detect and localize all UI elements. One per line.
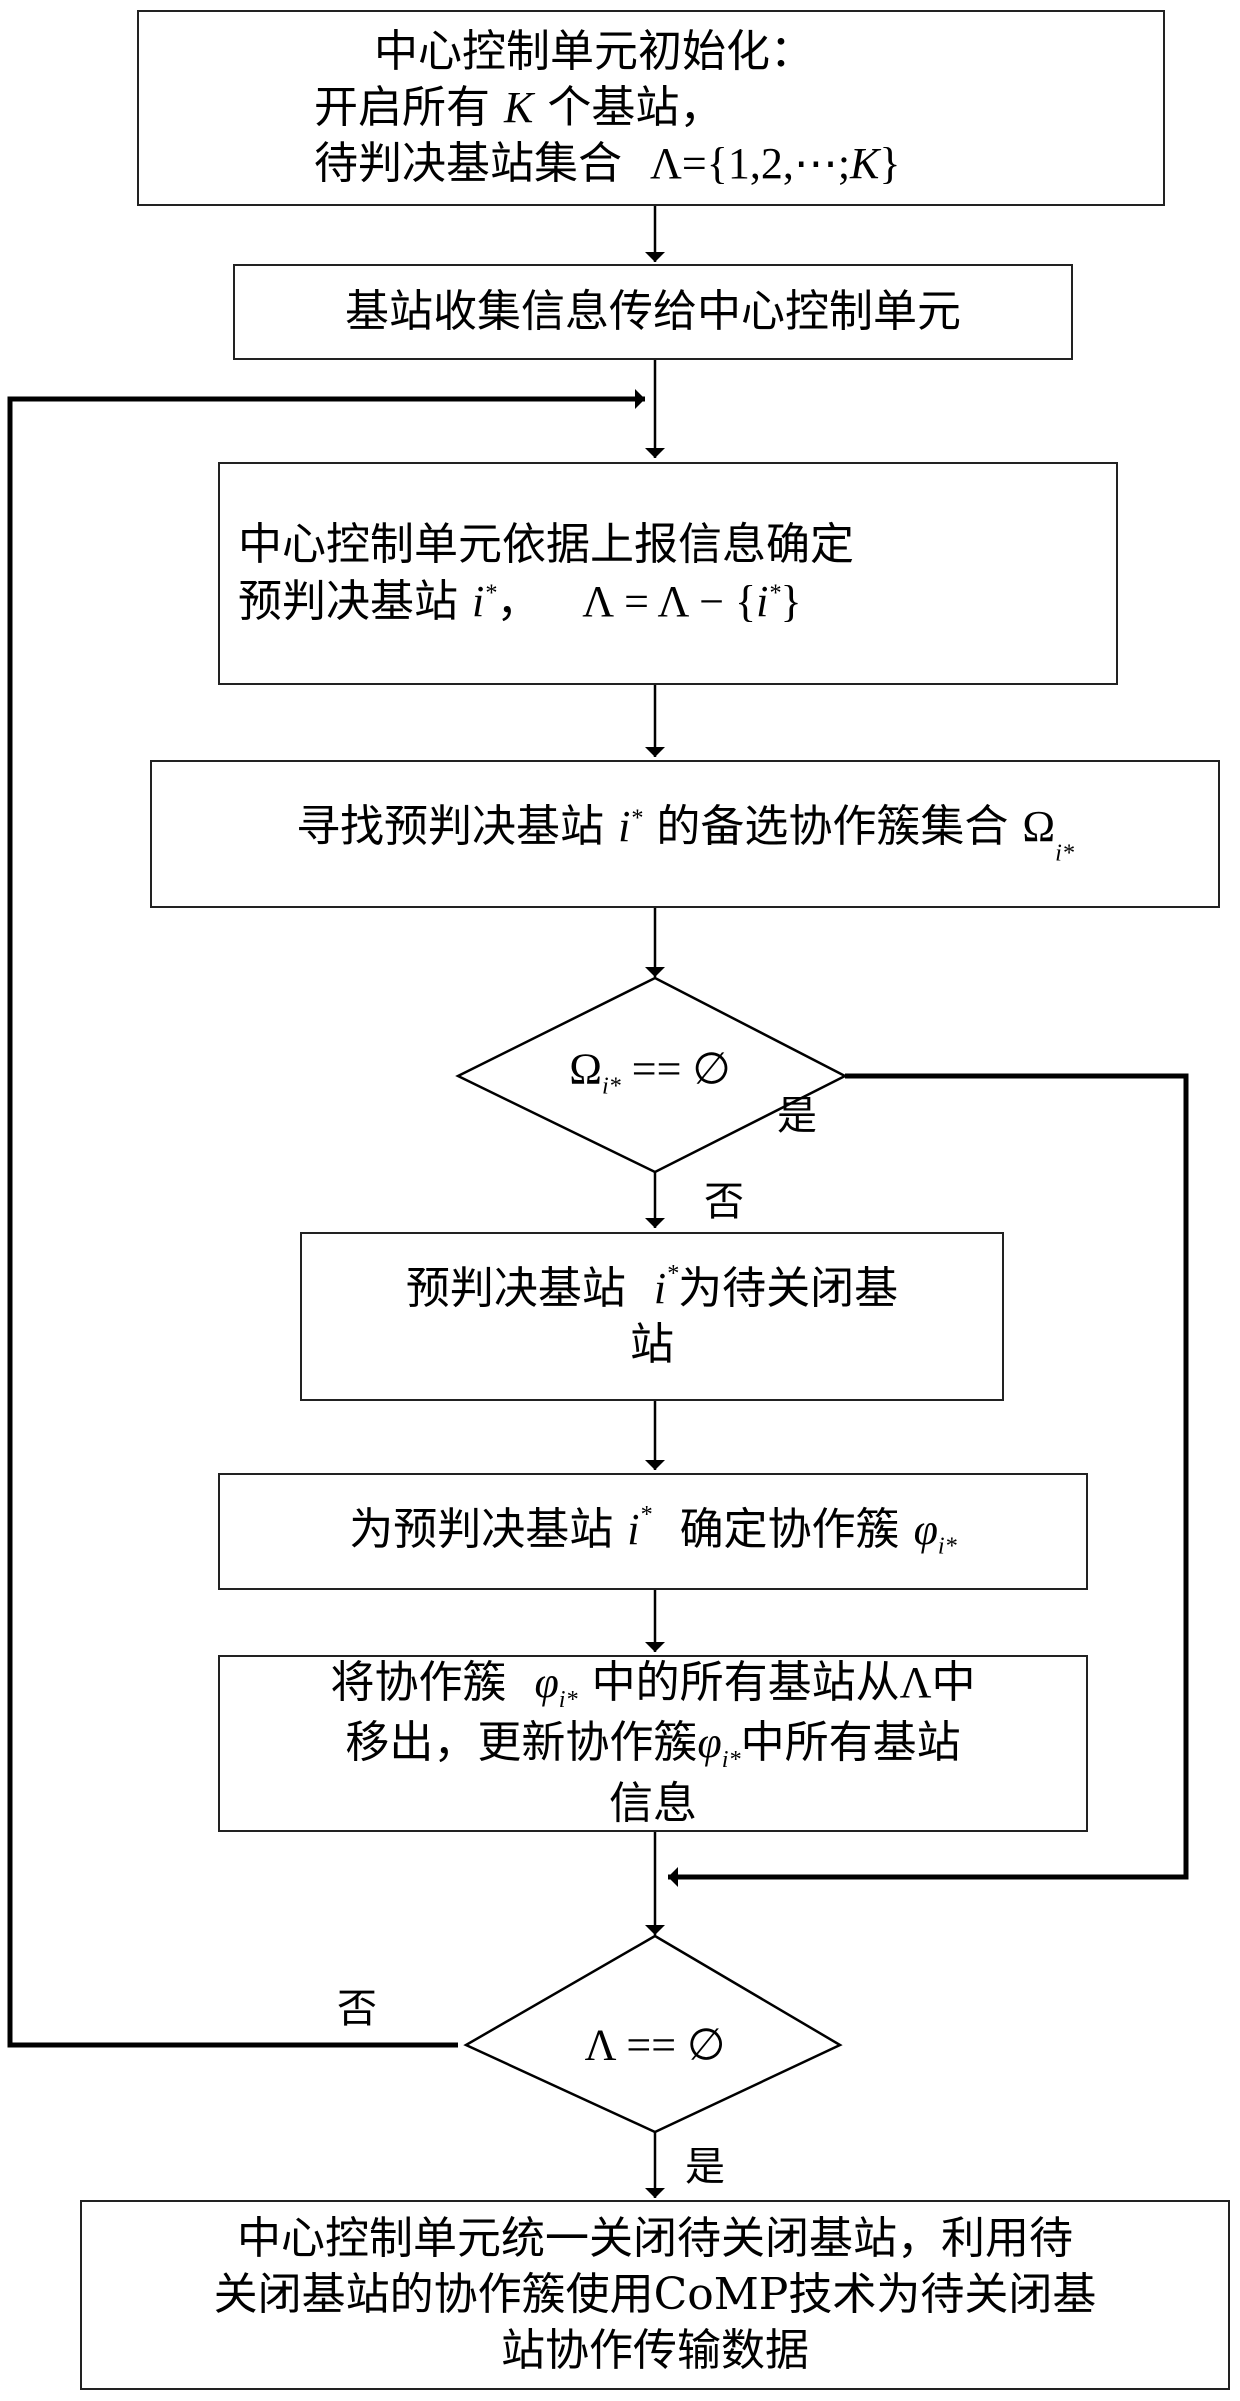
omega-symbol: Ω	[1022, 801, 1056, 851]
subscript-i-star: i*	[1055, 839, 1074, 867]
remove-text: 中所有基站	[740, 1717, 961, 1769]
star: *	[630, 804, 643, 832]
mark-line-2: 站	[630, 1319, 674, 1371]
label-yes-cond2: 是	[685, 2144, 725, 2190]
star: *	[768, 578, 781, 606]
node-final: 中心控制单元统一关闭待关闭基站，利用待 关闭基站的协作簇使用CoMP技术为待关闭…	[80, 2200, 1230, 2390]
omega-symbol: Ω	[569, 1044, 602, 1094]
phi-symbol: φ	[534, 1657, 559, 1707]
remove-line-1: 将协作簇 φi* 中的所有基站从Λ中	[330, 1655, 975, 1716]
phi-symbol: φ	[913, 1505, 938, 1554]
node-find: 寻找预判决基站 i* 的备选协作簇集合 Ωi*	[150, 760, 1220, 908]
init-text: 个基站，	[547, 81, 724, 133]
equals-empty: == ∅	[620, 1044, 731, 1094]
star: *	[484, 578, 497, 606]
determine-line-2: 预判决基站 i*， Λ = Λ − {i*}	[238, 574, 802, 630]
label-no-cond2: 否	[337, 1986, 377, 2032]
star: *	[666, 1260, 679, 1288]
determine-text: 预判决基站	[238, 575, 458, 627]
node-cluster: 为预判决基站 i* 确定协作簇 φi*	[218, 1473, 1088, 1590]
subscript-i-star: i*	[721, 1746, 741, 1774]
cluster-text-a: 为预判决基站	[349, 1504, 614, 1555]
subscript-i-star: i*	[937, 1532, 957, 1560]
var-k: K	[504, 82, 534, 132]
lambda-symbol: Λ	[899, 1657, 932, 1707]
cond1-text: Ωi* == ∅	[569, 1044, 731, 1101]
var-i: i	[618, 801, 631, 851]
final-line-2: 关闭基站的协作簇使用CoMP技术为待关闭基	[213, 2268, 1097, 2320]
remove-text: 移出，更新协作簇	[345, 1717, 698, 1769]
decision-diamond-lambda-empty	[463, 1934, 843, 2134]
var-i: i	[627, 1505, 640, 1554]
comma: ，	[496, 575, 541, 627]
cond2-text: Λ == ∅	[584, 2020, 726, 2070]
init-text: 开启所有	[314, 81, 490, 133]
final-line-1: 中心控制单元统一关闭待关闭基站，利用待	[237, 2212, 1073, 2264]
find-text-a: 寻找预判决基站	[296, 800, 605, 852]
brace-close: }	[879, 139, 901, 189]
var-i: i	[472, 576, 485, 626]
mark-text: 预判决基站	[405, 1263, 626, 1315]
mark-line-1: 预判决基站 i*为待关闭基	[406, 1259, 898, 1317]
edge-loop-back	[7, 389, 645, 2048]
collect-text: 基站收集信息传给中心控制单元	[345, 285, 961, 337]
phi-symbol: φ	[697, 1718, 722, 1768]
remove-line-2: 移出，更新协作簇φi*中所有基站	[345, 1715, 960, 1776]
node-remove: 将协作簇 φi* 中的所有基站从Λ中 移出，更新协作簇φi*中所有基站 信息	[218, 1655, 1088, 1832]
mark-text: 为待关闭基	[678, 1263, 899, 1315]
var-k: K	[850, 139, 880, 189]
node-determine: 中心控制单元依据上报信息确定 预判决基站 i*， Λ = Λ − {i*}	[218, 462, 1118, 685]
init-line-1: 中心控制单元初始化：	[374, 25, 814, 77]
final-line-3: 站协作传输数据	[501, 2325, 809, 2377]
remove-text: 中的所有基站从	[591, 1656, 900, 1708]
node-mark: 预判决基站 i*为待关闭基 站	[300, 1232, 1004, 1401]
cluster-text: 为预判决基站 i* 确定协作簇 φi*	[349, 1500, 956, 1563]
find-text: 寻找预判决基站 i* 的备选协作簇集合 Ωi*	[296, 799, 1074, 869]
find-text-b: 的备选协作簇集合	[656, 800, 1009, 852]
node-collect: 基站收集信息传给中心控制单元	[233, 264, 1073, 360]
subscript-i-star: i*	[558, 1685, 578, 1713]
decision-diamond-omega-empty	[455, 976, 848, 1174]
label-no-cond1: 否	[704, 1179, 744, 1225]
lambda-update-math: Λ = Λ − {	[582, 576, 757, 626]
set-lambda-math: Λ={1,2,⋯;	[649, 139, 851, 189]
init-line-3: 待判决基站集合 Λ={1,2,⋯;K}	[314, 136, 901, 192]
remove-text: 将协作簇	[330, 1656, 507, 1708]
determine-line-1: 中心控制单元依据上报信息确定	[238, 519, 854, 571]
subscript-i-star: i*	[601, 1072, 621, 1100]
star: *	[639, 1501, 652, 1529]
cluster-text-b: 确定协作簇	[679, 1504, 900, 1555]
init-line-2: 开启所有 K 个基站，	[314, 80, 723, 136]
node-init: 中心控制单元初始化： 开启所有 K 个基站， 待判决基站集合 Λ={1,2,⋯;…	[137, 10, 1165, 206]
brace-close: }	[780, 576, 802, 626]
var-i: i	[653, 1264, 667, 1314]
init-text: 待判决基站集合	[314, 138, 622, 190]
label-yes-cond1: 是	[777, 1093, 817, 1139]
edge-cond1-yes	[668, 1073, 1189, 1887]
var-i: i	[756, 576, 769, 626]
remove-line-3: 信息	[609, 1778, 697, 1830]
remove-text: 中	[931, 1656, 976, 1708]
